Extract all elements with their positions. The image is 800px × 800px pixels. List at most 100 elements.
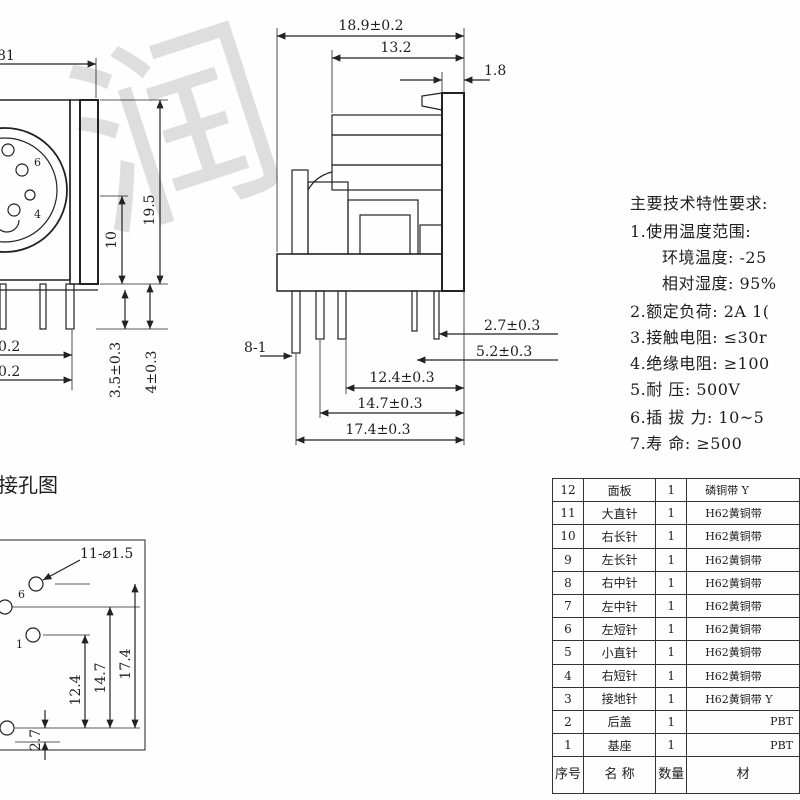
- part-qty: 1: [655, 709, 688, 735]
- dim-left-1: 0.2: [0, 339, 20, 355]
- part-material: PBT: [686, 709, 800, 735]
- pin-label-6: 6: [34, 156, 41, 169]
- part-qty: 1: [655, 640, 688, 665]
- spec-line: 6.插 拔 力: 10~5: [630, 408, 765, 427]
- part-qty: 1: [655, 570, 688, 595]
- part-material: H62黄铜带: [686, 570, 800, 595]
- part-material: H62黄铜带: [686, 547, 800, 572]
- part-no: 2: [552, 709, 584, 735]
- dim-front-top: 81: [0, 48, 15, 64]
- part-qty: 1: [655, 501, 688, 526]
- part-qty: 1: [655, 547, 688, 572]
- mount-hole: [0, 720, 15, 736]
- spec-line: 7.寿 命: ≥500: [630, 434, 743, 453]
- part-material: H62黄铜带: [686, 663, 800, 688]
- part-name: 大直针: [582, 501, 657, 526]
- hole-label-6: 6: [18, 588, 25, 601]
- header-material: 材: [686, 756, 800, 795]
- part-material: H62黄铜带: [686, 524, 800, 549]
- hole-label-1: 1: [16, 638, 23, 651]
- part-name: 面板: [582, 477, 657, 503]
- part-no: 4: [552, 663, 584, 688]
- spec-line: 环境温度: -25: [662, 248, 767, 267]
- part-qty: 1: [655, 524, 688, 549]
- dim-pcb-3: 17.4: [118, 648, 134, 679]
- part-name: 基座: [582, 733, 657, 758]
- part-material: H62黄铜带: [686, 617, 800, 642]
- spec-line: 5.耐 压: 500V: [630, 380, 741, 399]
- part-qty: 1: [655, 593, 688, 619]
- spec-title: 主要技术特性要求:: [630, 194, 768, 213]
- side-view: [260, 28, 558, 445]
- dim-span-2: 14.7±0.3: [357, 396, 422, 412]
- part-no: 1: [552, 733, 584, 758]
- dim-height-inner: 10: [104, 231, 120, 249]
- dim-top-small: 1.8: [484, 63, 506, 79]
- header-name: 名 称: [582, 756, 657, 795]
- dim-pcb-4: 2.7: [28, 729, 44, 751]
- dim-pin-2: 4±0.3: [144, 351, 160, 394]
- table-header-row: 序号名 称数量材: [552, 756, 800, 795]
- part-name: 左长针: [582, 547, 657, 572]
- spec-line: 相对湿度: 95%: [662, 274, 777, 293]
- header-qty: 数量: [655, 756, 688, 795]
- part-name: 左短针: [582, 617, 657, 642]
- pin-hole: [15, 163, 29, 177]
- hole-spec: 11-⌀1.5: [80, 546, 133, 562]
- dim-span-1: 12.4±0.3: [369, 370, 434, 386]
- part-qty: 1: [655, 686, 688, 711]
- part-name: 后盖: [582, 709, 657, 735]
- part-no: 11: [552, 501, 584, 526]
- part-no: 9: [552, 547, 584, 572]
- dim-pin-spacing-2: 5.2±0.3: [476, 344, 532, 360]
- pin-hole: [24, 189, 36, 201]
- spec-line: 2.额定负荷: 2A 1(: [630, 302, 770, 321]
- mount-hole: [28, 576, 44, 592]
- spec-line: 1.使用温度范围:: [630, 222, 752, 241]
- part-no: 12: [552, 477, 584, 503]
- part-no: 8: [552, 570, 584, 595]
- pin-hole: [1, 143, 15, 157]
- dim-pin-spacing-1: 2.7±0.3: [484, 318, 540, 334]
- dim-pin-offset: 8-1: [244, 340, 267, 356]
- dim-pcb-2: 14.7: [93, 662, 109, 693]
- dim-pcb-1: 12.4: [68, 674, 84, 705]
- part-material: H62黄铜带: [686, 501, 800, 526]
- part-material: H62黄铜带 Y: [686, 686, 800, 711]
- part-no: 3: [552, 686, 584, 711]
- dim-left-2: 0.2: [0, 364, 20, 380]
- part-material: PBT: [686, 733, 800, 758]
- part-name: 右短针: [582, 663, 657, 688]
- header-no: 序号: [552, 756, 584, 795]
- mount-hole: [25, 627, 41, 643]
- dim-pin-1: 3.5±0.3: [108, 342, 124, 398]
- dim-overall-width: 18.9±0.2: [338, 18, 403, 34]
- part-name: 右中针: [582, 570, 657, 595]
- dim-body-width: 13.2: [380, 40, 411, 56]
- part-no: 6: [552, 617, 584, 642]
- part-qty: 1: [655, 617, 688, 642]
- dim-height-outer: 19.5: [142, 194, 158, 225]
- pcb-layout: [0, 539, 146, 760]
- part-material: H62黄铜带: [686, 593, 800, 619]
- part-material: 磷铜带 Y: [686, 477, 800, 503]
- pin-label-4: 4: [34, 208, 41, 221]
- spec-line: 3.接触电阻: ≤30r: [630, 328, 768, 347]
- spec-line: 4.绝缘电阻: ≥100: [630, 354, 770, 373]
- dim-span-3: 17.4±0.3: [345, 422, 410, 438]
- part-qty: 1: [655, 663, 688, 688]
- part-no: 7: [552, 593, 584, 619]
- part-no: 10: [552, 524, 584, 549]
